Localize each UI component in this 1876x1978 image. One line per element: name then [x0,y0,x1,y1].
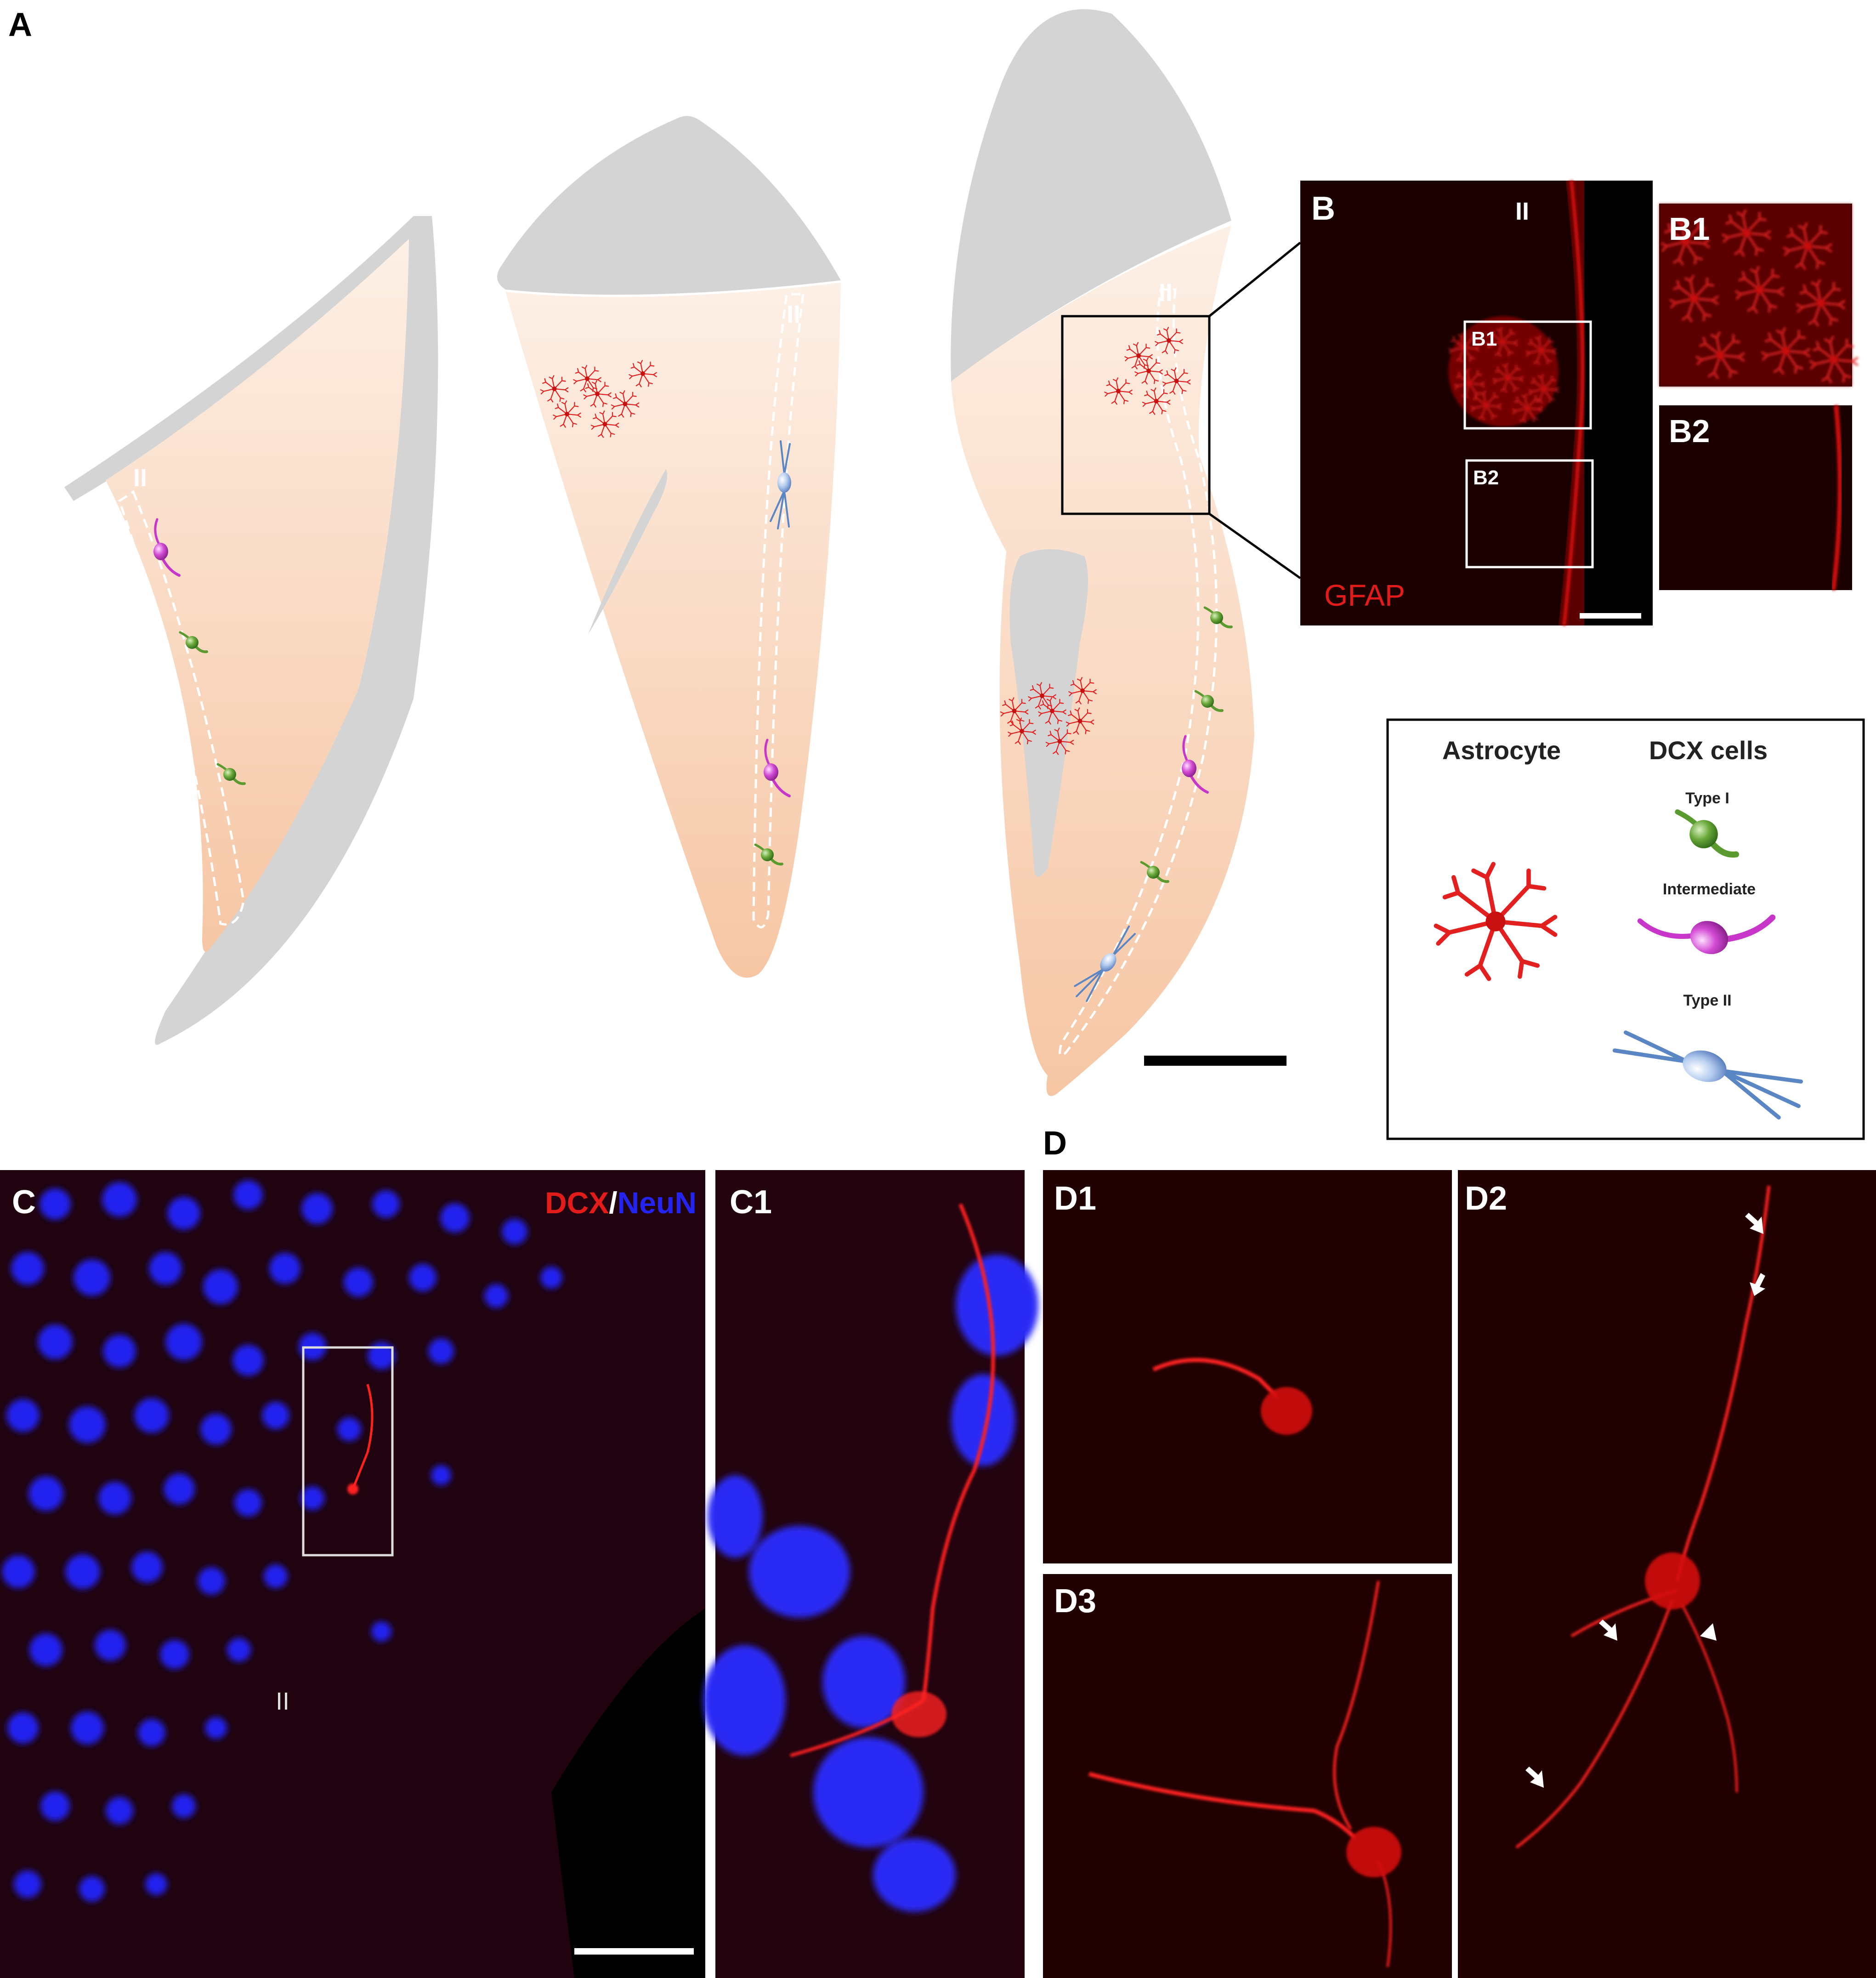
section-2-tissue [505,283,841,978]
layer-ii-marker-b: II [1515,198,1529,225]
stain-dcx: DCX [545,1186,609,1220]
panel-label-d: D [1043,1125,1067,1162]
stain-label-dcx-neun: DCX/NeuN [545,1186,697,1220]
inset-box-b2 [1465,459,1594,568]
dcx-cell-d2 [1675,1185,1771,1581]
panel-d1: D1 [1043,1170,1452,1563]
panel-label-b1: B1 [1669,211,1710,247]
layer-ii-marker-3: II [1159,279,1173,307]
panel-label-b2: B2 [1669,413,1710,449]
stain-neun: NeuN [618,1186,697,1220]
stain-separator: / [609,1186,617,1220]
legend-label-type-ii: Type II [1683,992,1731,1009]
micrograph-b2 [1659,405,1852,590]
dcx-cell-c [351,1384,374,1489]
panel-c: II C DCX/NeuN [0,1170,705,1978]
zoom-box-b [1061,315,1211,515]
dcx-cell-d3 [1088,1772,1357,1840]
panel-label-c: C [12,1184,36,1221]
section-3-gray-cap [951,9,1231,381]
section-3-diagram: II [951,9,1301,1096]
neun-neurons [2,1180,562,1902]
arrow-icon [1525,1767,1544,1788]
section-1-tissue [106,239,409,952]
dcx-cell-c1 [922,1203,995,1701]
panel-label-d1: D1 [1054,1180,1096,1217]
panel-label-d2: D2 [1465,1180,1507,1217]
dcx-cell-d1 [1152,1358,1279,1399]
panel-label-c1: C1 [730,1184,772,1221]
arrow-icon [1599,1620,1617,1641]
micrograph-d1 [1043,1170,1452,1563]
section-1-gray-cap [64,216,438,1045]
stain-label-gfap: GFAP [1324,578,1405,612]
panel-label-a: A [8,6,32,43]
arrow-icon [1745,1213,1763,1234]
legend-label-intermediate: Intermediate [1663,881,1756,898]
legend-title-astrocyte: Astrocyte [1442,736,1561,765]
section-1-diagram: II [64,216,438,1045]
panel-d3: D3 [1043,1574,1452,1978]
micrograph-d3 [1043,1574,1452,1978]
layer-ii-marker-c: II [276,1688,289,1715]
arrow-icon [1750,1273,1765,1296]
legend-title-dcx-cells: DCX cells [1649,736,1768,765]
legend-box: Astrocyte DCX cells Type I Intermediate … [1386,718,1865,1140]
section-2-gray-cap [497,116,841,295]
panel-b1: B1 [1659,204,1859,387]
section-2-diagram: II [497,116,841,978]
inset-box-b1 [1463,320,1592,430]
panel-label-b: B [1311,190,1335,227]
section-1-layer-ii-outline [118,490,245,926]
section-3-tissue [951,225,1254,1096]
panel-b: B II B1 B2 GFAP [1300,180,1653,626]
section-3-gray-inner [1009,549,1088,877]
legend-label-type-i: Type I [1685,790,1729,807]
panel-d2: D2 [1458,1170,1876,1978]
arrowhead-icon [1700,1623,1717,1641]
panel-label-d3: D3 [1054,1583,1096,1620]
inset-label-b1: B1 [1471,328,1497,350]
inset-box-c1 [302,1346,394,1557]
section-2-layer-ii-outline [752,293,805,929]
layer-ii-marker-2: II [787,301,800,328]
inset-label-b2: B2 [1473,466,1499,489]
section-2-gray-wedge [588,469,667,634]
panel-c1: C1 [703,1170,1038,1978]
layer-ii-marker-1: II [133,464,147,492]
gfap-cluster [1448,316,1559,426]
panel-b2: B2 [1659,405,1852,591]
